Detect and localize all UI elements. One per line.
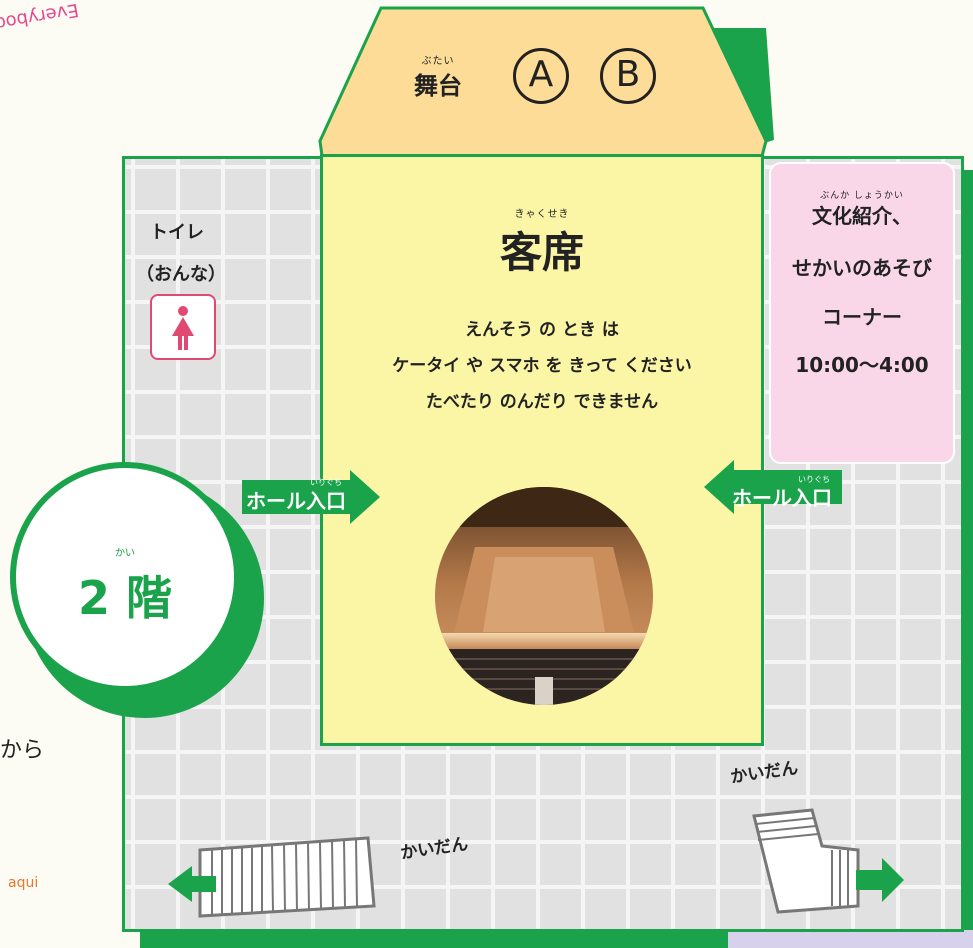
- hall-photo: [435, 487, 653, 705]
- entrance-ruby: いりぐち: [310, 478, 342, 487]
- seats-ruby: きゃくせき: [514, 209, 570, 220]
- culture-hours: 10:00〜4:00: [795, 353, 929, 377]
- seats-note: えんそう の とき は: [465, 320, 619, 340]
- entrance-label: ホール入口: [732, 486, 832, 510]
- floor-shadow: [140, 930, 728, 948]
- culture-line: コーナー: [822, 305, 902, 329]
- culture-ruby: ぶんか しょうかい: [820, 191, 904, 201]
- culture-corner[interactable]: ぶんか しょうかい 文化紹介、 せかいのあそび コーナー 10:00〜4:00: [769, 162, 955, 464]
- floor-badge: かい 2 階: [10, 462, 240, 692]
- entrance-label: ホール入口: [246, 489, 346, 513]
- left-arrow-icon: [168, 866, 216, 902]
- floor-badge-label: 2 階: [77, 571, 173, 625]
- seats-note: たべたり のんだり できません: [425, 392, 659, 412]
- female-toilet-icon[interactable]: [150, 294, 216, 360]
- stage-label: 舞台: [414, 72, 462, 100]
- seats-note: ケータイ や スマホ を きって ください: [392, 356, 692, 376]
- toilet-label: トイレ: [150, 222, 204, 243]
- culture-line: せかいのあそび: [792, 256, 932, 280]
- everybody-text: Everybod: [0, 0, 81, 35]
- stage-b-marker: B: [600, 48, 656, 104]
- left-arrow-icon: [704, 460, 842, 514]
- floor-shadow: [962, 170, 973, 932]
- stairs-left[interactable]: [168, 836, 382, 924]
- kara-text: から: [0, 738, 45, 763]
- entrance-left-arrow[interactable]: [242, 470, 382, 524]
- culture-line: 文化紹介、: [812, 204, 912, 228]
- right-arrow-icon: [242, 470, 380, 524]
- audience-seats[interactable]: きゃくせき 客席 えんそう の とき は ケータイ や スマホ を きって くだ…: [320, 154, 764, 746]
- right-arrow-icon: [856, 858, 904, 902]
- stage-a-marker: A: [513, 48, 569, 104]
- floor-edge-band: [728, 930, 973, 948]
- stairs-right[interactable]: [748, 802, 908, 920]
- aqui-link[interactable]: aqui: [8, 875, 39, 891]
- seats-title: 客席: [499, 228, 584, 277]
- toilet-sublabel: （おんな）: [136, 264, 226, 285]
- entrance-right-arrow[interactable]: [704, 460, 844, 514]
- stage-ruby: ぶたい: [421, 56, 455, 67]
- floor-badge-ruby: かい: [115, 548, 135, 559]
- entrance-ruby: いりぐち: [798, 475, 830, 484]
